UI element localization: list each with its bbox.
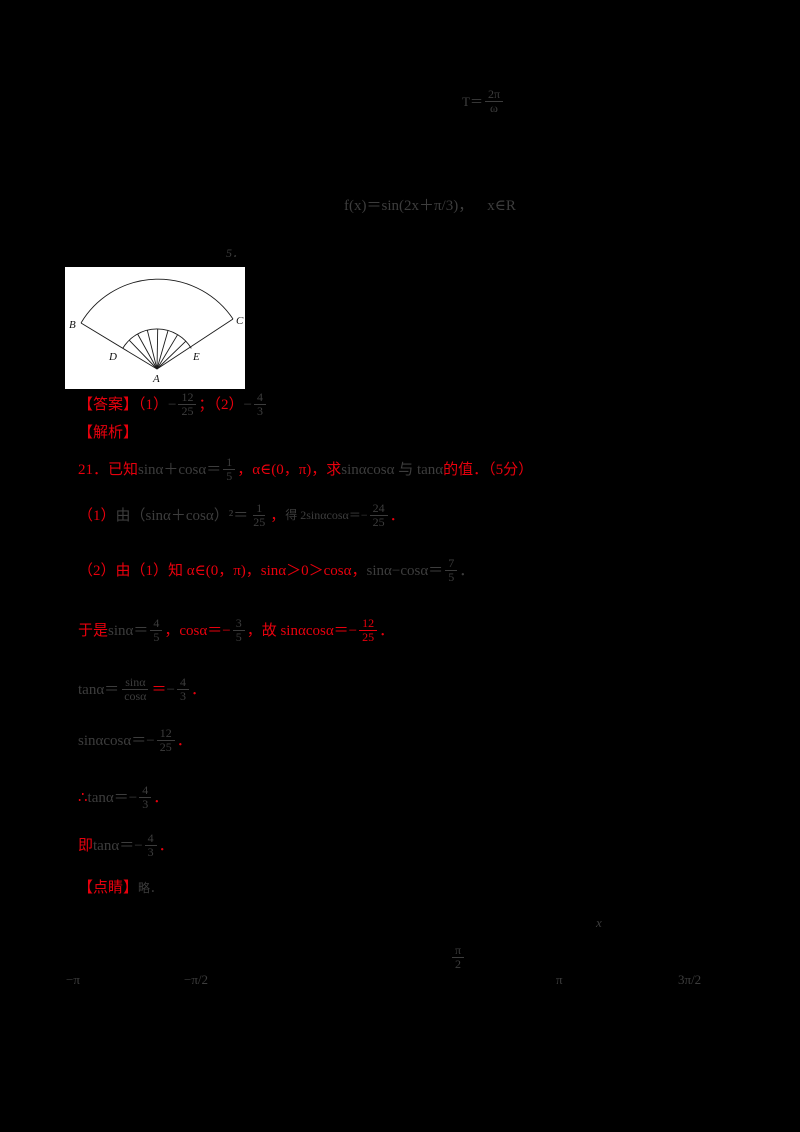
step7-seg-b: tanα＝− [93, 837, 143, 854]
step3-seg-c: ，cosα＝− [164, 622, 231, 639]
axis-fraction: π 2 [450, 943, 466, 971]
step2-seg-a: （2）由（1）知 α∈(0，π)，sinα＞0＞cosα， [78, 562, 367, 579]
step3-seg-tail: ． [379, 622, 395, 639]
solution-step-6: ∴ tanα＝− 4 3 ． [78, 783, 169, 811]
axis-x-label: x [596, 915, 602, 930]
problem-line: 21．已知 sinα＋cosα＝ 1 5 ，α∈(0，π)，求 sinαcosα… [78, 455, 534, 483]
step1-seg-c: ， [270, 507, 286, 524]
top-formula: T＝ 2π ω [462, 87, 505, 115]
step1-seg-a: （1） [78, 507, 116, 524]
problem-seg-c: ，α∈(0，π)，求 [237, 461, 342, 478]
step2-fraction: 7 5 [445, 556, 458, 584]
solution-step-5: sinαcosα＝− 12 25 ． [78, 726, 192, 754]
answer-line: 【答案】（1） − 12 25 ；（2） − 4 3 [78, 390, 268, 418]
analysis-line: 【解析】 [78, 424, 138, 442]
step6-fraction: 4 3 [139, 783, 152, 811]
step3-seg-a: 于是 [78, 622, 109, 639]
step1-fraction-1: 1 25 [253, 501, 266, 530]
problem-fraction: 1 5 [223, 455, 236, 483]
note-text: 略． [138, 880, 163, 895]
step1-seg-b: 由（sinα＋cosα）²＝ [115, 507, 249, 524]
step1-fraction-2: 24 25 [369, 501, 388, 529]
axis-tick-3: π [556, 972, 563, 987]
answer-neg1: − [168, 396, 177, 413]
problem-seg-b: sinα＋cosα＝ [138, 461, 222, 478]
step3-seg-b: sinα＝ [108, 622, 149, 639]
step4-seg-b: ＝ [151, 681, 167, 698]
fan-diagram: B C D E A [69, 278, 244, 385]
step3-fraction-1: 4 5 [150, 616, 163, 644]
answer-mid: ；（2） [198, 396, 244, 413]
fan-label-a: A [152, 373, 160, 385]
step4-seg-c: − [166, 681, 175, 698]
analysis-label: 【解析】 [78, 425, 139, 441]
step5-seg-a: sinαcosα＝− [78, 732, 155, 749]
solution-step-3: 于是 sinα＝ 4 5 ，cosα＝− 3 5 ，故 sinαcosα＝− 1… [78, 616, 395, 644]
axis-tick-1: −π [66, 972, 80, 987]
step5-fraction: 12 25 [156, 726, 175, 754]
note-line: 【点睛】 略． [78, 879, 162, 897]
solution-step-7: 即 tanα＝− 4 3 ． [78, 831, 174, 859]
step4-fraction-2: 4 3 [176, 675, 189, 703]
step6-seg-b: tanα＝− [87, 789, 138, 806]
fan-label-e: E [192, 351, 200, 363]
answer-fraction-1: 12 25 [178, 390, 197, 418]
answer-neg2: − [243, 396, 252, 413]
problem-seg-e: 的值．（5分） [443, 461, 534, 478]
solution-step-2: （2）由（1）知 α∈(0，π)，sinα＞0＞cosα， sinα−cosα＝… [78, 556, 475, 584]
note-label: 【点睛】 [78, 880, 139, 896]
fan-side-ac [156, 318, 234, 370]
step1-seg-d: 得 2sinαcosα＝− [285, 508, 368, 523]
mid-formula-expr: f(x)＝sin(2x＋π/3)， [344, 198, 474, 214]
fan-label-d: D [108, 351, 117, 363]
step4-fraction-1: sinα cosα [122, 675, 149, 704]
step7-fraction: 4 3 [144, 831, 157, 859]
axis-tick-4: 3π/2 [678, 972, 702, 987]
mid-formula-domain: x∈R [487, 198, 516, 214]
top-formula-prefix: T＝ [462, 93, 483, 109]
solution-step-1: （1） 由（sinα＋cosα）²＝ 1 25 ， 得 2sinαcosα＝− … [78, 501, 405, 530]
step2-seg-b: sinα−cosα＝ [366, 562, 444, 579]
problem-seg-d: sinαcosα 与 tanα [341, 461, 444, 478]
mid-formula: f(x)＝sin(2x＋π/3)， x∈R [344, 197, 516, 215]
step7-seg-c: ． [158, 837, 174, 854]
answer-fraction-2: 4 3 [253, 390, 266, 418]
figure-number: 5． [226, 246, 245, 260]
step4-seg-a: tanα＝ [78, 681, 120, 698]
axis-fraction-value: π 2 [452, 943, 465, 971]
step5-seg-b: ． [176, 732, 192, 749]
step1-seg-e: ． [389, 507, 405, 524]
step7-seg-a: 即 [78, 837, 94, 854]
figure-box: B C D E A [65, 267, 245, 389]
step6-seg-a: ∴ [78, 789, 88, 806]
step4-seg-d: ． [190, 681, 206, 698]
step6-seg-c: ． [153, 789, 169, 806]
axis-tick-2: −π/2 [184, 972, 209, 987]
fan-label-b: B [69, 319, 76, 331]
step3-seg-d: ，故 sinαcosα＝− [246, 622, 358, 639]
step3-fraction-3: 12 25 [359, 616, 378, 644]
answer-label: 【答案】（1） [78, 396, 169, 413]
fan-side-ab [80, 322, 158, 370]
problem-seg-a: 21．已知 [78, 461, 139, 478]
fan-outer-arc [80, 278, 234, 324]
step2-seg-c: ． [459, 562, 475, 579]
solution-step-4: tanα＝ sinα cosα ＝ − 4 3 ． [78, 675, 206, 704]
top-formula-fraction: 2π ω [484, 87, 504, 115]
fan-label-c: C [236, 315, 244, 327]
step3-fraction-2: 3 5 [232, 616, 245, 644]
